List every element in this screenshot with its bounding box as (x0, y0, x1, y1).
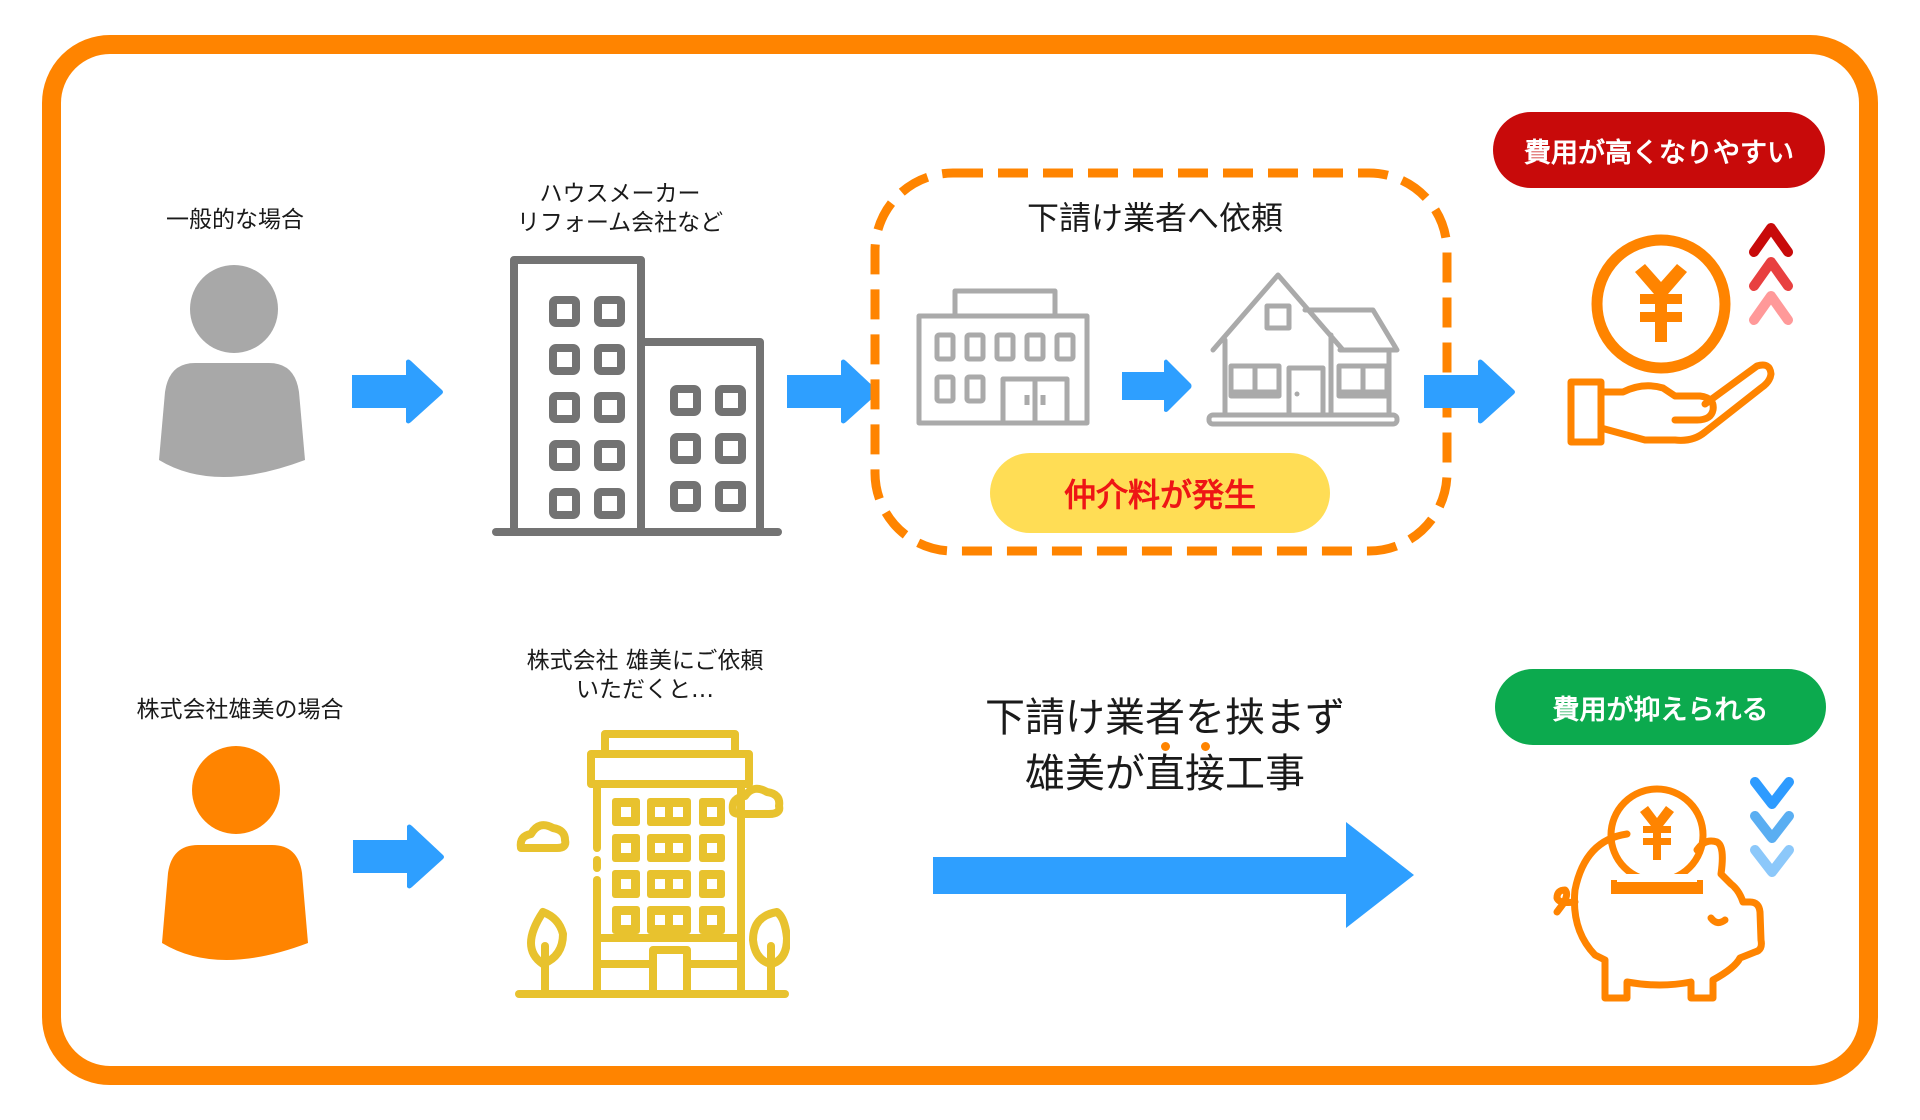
direct-line2-post: 工事 (1225, 751, 1305, 797)
our-company-label: 株式会社 雄美にご依頼 いただくと… (490, 647, 800, 705)
arrow-right-icon (1424, 359, 1515, 424)
person-body (162, 845, 308, 960)
down-chevrons-icon (1750, 777, 1794, 877)
arrow-right-icon (787, 359, 878, 424)
person-head (192, 746, 280, 834)
outer-frame (42, 35, 1878, 1085)
our-company-label-line2: いただくと… (576, 677, 714, 703)
our-company-label-line1: 株式会社 雄美にご依頼 (526, 648, 764, 674)
arrow-right-icon (353, 824, 444, 889)
arrow-right-icon (352, 359, 443, 424)
office-icon (916, 288, 1090, 426)
direct-line2-pre: 雄美が (1025, 751, 1145, 797)
general-case-label: 一般的な場合 (166, 207, 304, 233)
company-label-line1: ハウスメーカー (539, 181, 701, 207)
low-cost-badge: 費用が抑えられる (1495, 669, 1826, 745)
person-orange-icon (162, 746, 308, 960)
piggy-bank-icon (1553, 785, 1765, 1002)
office-buildings-icon (492, 256, 782, 536)
up-chevrons-icon (1749, 223, 1793, 325)
company-label-line2: リフォーム会社など (516, 210, 724, 236)
person-body (159, 363, 305, 477)
emphasis-char-2: 接 (1185, 742, 1225, 802)
yellow-building-icon (515, 730, 790, 998)
direct-line1: 下請け業者を挟まず (985, 695, 1345, 741)
house-icon (1206, 272, 1400, 427)
yen-symbol (1635, 264, 1687, 342)
big-arrow-right-icon (933, 822, 1414, 928)
arrow-right-small-icon (1122, 359, 1192, 412)
subcontract-dashed-box (870, 168, 1452, 556)
high-cost-badge: 費用が高くなりやすい (1493, 112, 1825, 188)
company-label: ハウスメーカー リフォーム会社など (470, 180, 770, 238)
direct-construction-text: 下請け業者を挟まず 雄美が直接工事 (930, 690, 1400, 802)
person-gray-icon (159, 265, 305, 477)
direct-line2: 雄美が直接工事 (930, 742, 1400, 802)
our-case-label: 株式会社雄美の場合 (136, 697, 344, 723)
person-head (190, 265, 278, 353)
yen-coin-hand-icon (1567, 234, 1775, 446)
subcontract-title: 下請け業者へ依頼 (1026, 199, 1283, 237)
fee-badge: 仲介料が発生 (990, 453, 1330, 533)
emphasis-char-1: 直 (1145, 742, 1185, 802)
